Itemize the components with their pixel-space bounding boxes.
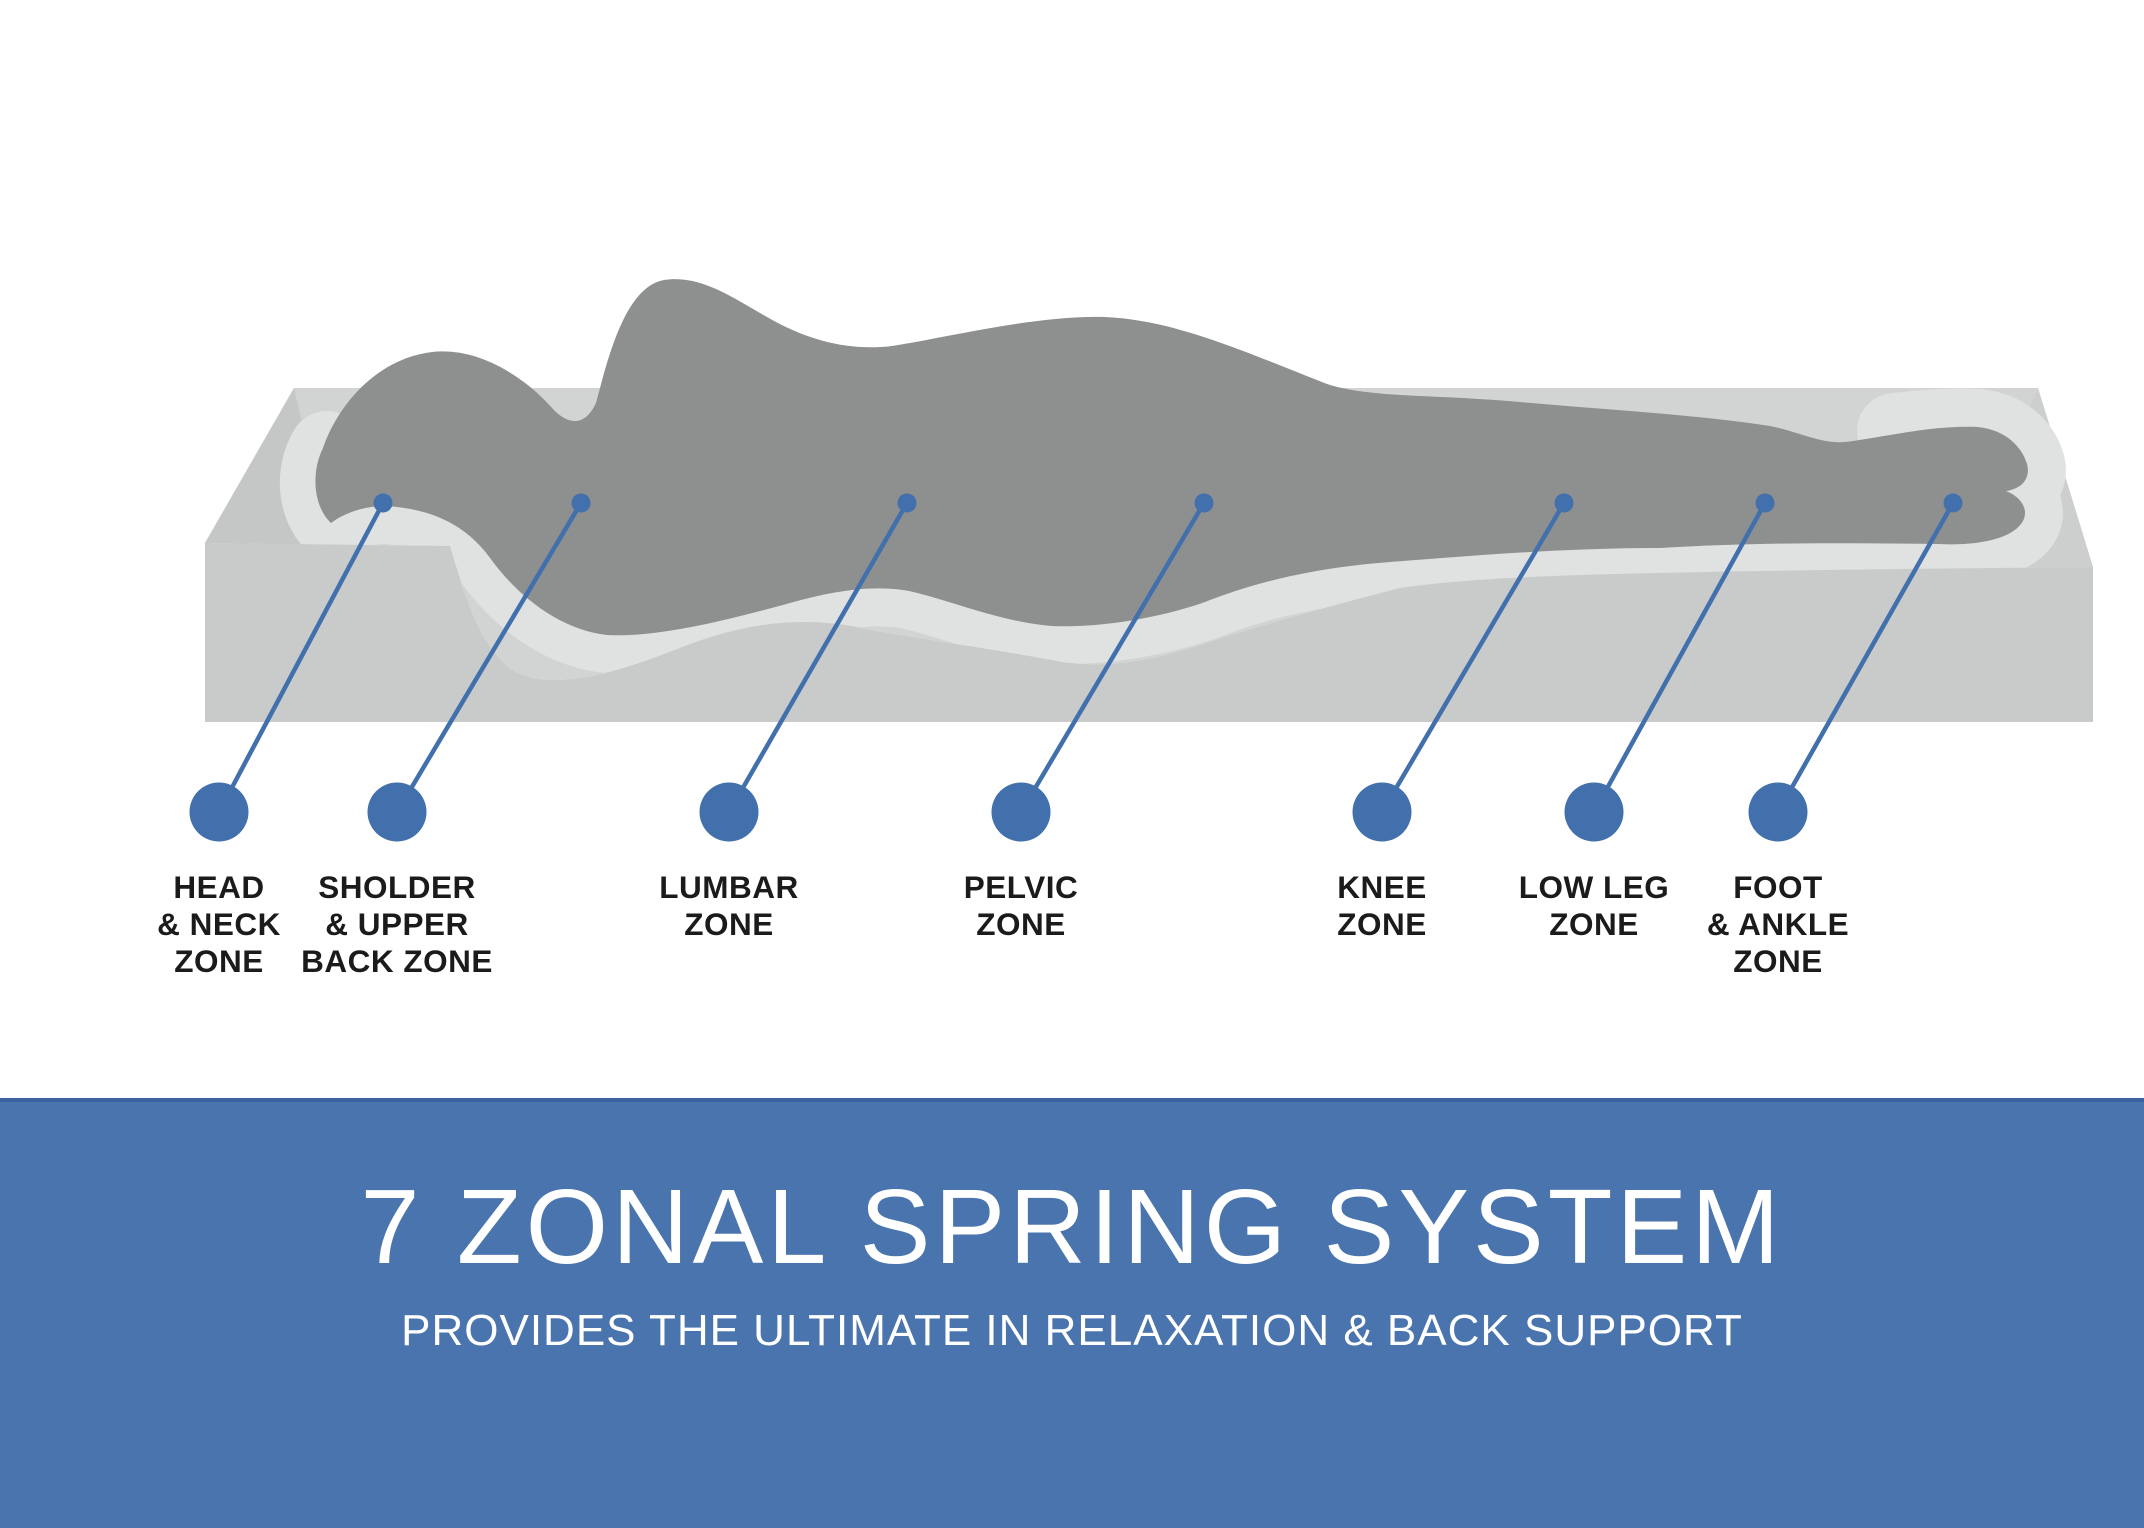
leader-line: [217, 501, 385, 814]
banner-subtitle: PROVIDES THE ULTIMATE IN RELAXATION & BA…: [401, 1306, 1743, 1355]
leader-line: [1592, 501, 1767, 814]
zone-marker-icon: [367, 782, 427, 842]
zone-point-icon: [1194, 493, 1214, 513]
leader-line: [1380, 501, 1566, 814]
leader-line: [727, 501, 909, 814]
leader-line: [1776, 501, 1955, 814]
banner-title: 7 ZONAL SPRING SYSTEM: [360, 1168, 1784, 1286]
zone-marker-icon: [991, 782, 1051, 842]
zone-point-icon: [1755, 493, 1775, 513]
leader-line: [395, 501, 583, 814]
zone-point-icon: [1943, 493, 1963, 513]
zone-marker-icon: [699, 782, 759, 842]
zone-marker-icon: [189, 782, 249, 842]
zone-point-icon: [571, 493, 591, 513]
zone-marker-icon: [1748, 782, 1808, 842]
zone-markers-layer: [189, 493, 1963, 842]
sleeper-silhouette: [315, 279, 2028, 636]
zone-point-icon: [373, 493, 393, 513]
leader-line: [1019, 501, 1206, 814]
zone-point-icon: [1554, 493, 1574, 513]
zone-marker-icon: [1564, 782, 1624, 842]
zone-point-icon: [897, 493, 917, 513]
zone-marker-icon: [1352, 782, 1412, 842]
banner: 7 ZONAL SPRING SYSTEM PROVIDES THE ULTIM…: [0, 1098, 2144, 1528]
mattress-front-face: [205, 543, 2093, 722]
